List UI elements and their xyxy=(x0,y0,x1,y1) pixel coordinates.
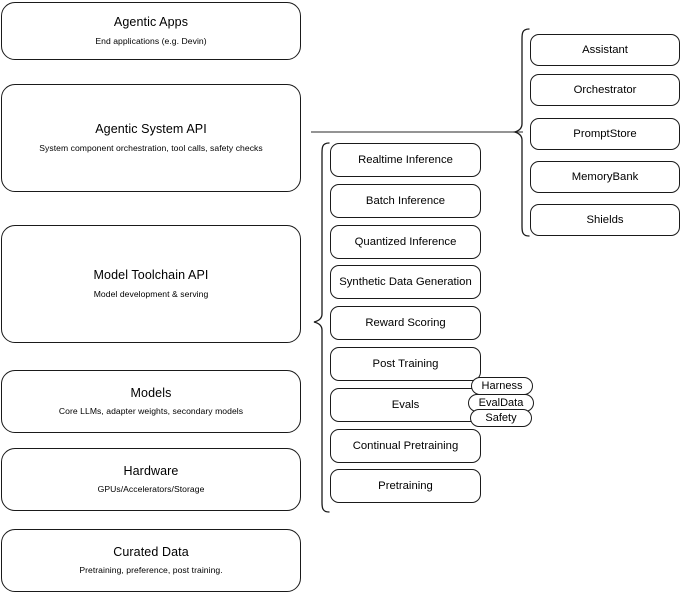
toolchain-item-label: Quantized Inference xyxy=(354,235,457,248)
layer-subtitle: Model development & serving xyxy=(93,288,209,299)
evals-badge-safety[interactable]: Safety xyxy=(470,409,532,427)
layer-card-model-toolchain-api[interactable]: Model Toolchain API Model development & … xyxy=(1,225,301,343)
system-item-orchestrator[interactable]: Orchestrator xyxy=(530,74,680,106)
system-item-label: Shields xyxy=(586,213,624,226)
toolchain-item-continual-pretraining[interactable]: Continual Pretraining xyxy=(330,429,481,463)
toolchain-item-label: Pretraining xyxy=(378,479,433,492)
evals-badge-harness[interactable]: Harness xyxy=(471,377,533,395)
layer-card-curated-data[interactable]: Curated Data Pretraining, preference, po… xyxy=(1,529,301,592)
evals-badge-label: EvalData xyxy=(478,397,524,409)
layer-subtitle: End applications (e.g. Devin) xyxy=(95,35,207,46)
system-item-label: Assistant xyxy=(582,43,628,56)
toolchain-item-reward-scoring[interactable]: Reward Scoring xyxy=(330,306,481,340)
system-item-promptstore[interactable]: PromptStore xyxy=(530,118,680,150)
system-components-bracket xyxy=(512,28,530,237)
layer-title: Curated Data xyxy=(113,544,189,559)
layer-subtitle: GPUs/Accelerators/Storage xyxy=(97,484,205,495)
toolchain-item-label: Continual Pretraining xyxy=(352,439,459,452)
toolchain-item-label: Batch Inference xyxy=(365,194,446,207)
toolchain-item-label: Evals xyxy=(391,398,420,411)
layer-card-agentic-system-api[interactable]: Agentic System API System component orch… xyxy=(1,84,301,192)
system-item-memorybank[interactable]: MemoryBank xyxy=(530,161,680,193)
layer-title: Hardware xyxy=(123,463,179,478)
layer-subtitle: Pretraining, preference, post training. xyxy=(79,565,223,576)
evals-badge-label: Harness xyxy=(481,380,523,392)
layer-card-models[interactable]: Models Core LLMs, adapter weights, secon… xyxy=(1,370,301,433)
system-item-assistant[interactable]: Assistant xyxy=(530,34,680,66)
layer-card-agentic-apps[interactable]: Agentic Apps End applications (e.g. Devi… xyxy=(1,2,301,60)
toolchain-item-quantized-inference[interactable]: Quantized Inference xyxy=(330,225,481,259)
toolchain-item-batch-inference[interactable]: Batch Inference xyxy=(330,184,481,218)
toolchain-item-realtime-inference[interactable]: Realtime Inference xyxy=(330,143,481,177)
toolchain-components-bracket xyxy=(313,142,330,513)
toolchain-item-label: Reward Scoring xyxy=(365,316,446,329)
toolchain-item-post-training[interactable]: Post Training xyxy=(330,347,481,381)
layer-title: Models xyxy=(130,385,172,400)
layer-title: Model Toolchain API xyxy=(93,268,209,283)
toolchain-item-synthetic-data-generation[interactable]: Synthetic Data Generation xyxy=(330,265,481,299)
system-item-label: PromptStore xyxy=(573,127,637,140)
system-item-label: MemoryBank xyxy=(571,170,639,183)
toolchain-item-label: Post Training xyxy=(372,357,439,370)
toolchain-item-label: Realtime Inference xyxy=(358,153,453,166)
layer-card-hardware[interactable]: Hardware GPUs/Accelerators/Storage xyxy=(1,448,301,511)
layer-subtitle: Core LLMs, adapter weights, secondary mo… xyxy=(58,406,244,417)
layer-title: Agentic System API xyxy=(95,122,207,137)
toolchain-item-pretraining[interactable]: Pretraining xyxy=(330,469,481,503)
layer-subtitle: System component orchestration, tool cal… xyxy=(39,142,263,153)
toolchain-item-label: Synthetic Data Generation xyxy=(339,275,472,288)
layer-title: Agentic Apps xyxy=(113,15,189,30)
system-item-shields[interactable]: Shields xyxy=(530,204,680,236)
system-item-label: Orchestrator xyxy=(573,83,637,96)
toolchain-item-evals[interactable]: Evals xyxy=(330,388,481,422)
evals-badge-label: Safety xyxy=(485,412,517,424)
